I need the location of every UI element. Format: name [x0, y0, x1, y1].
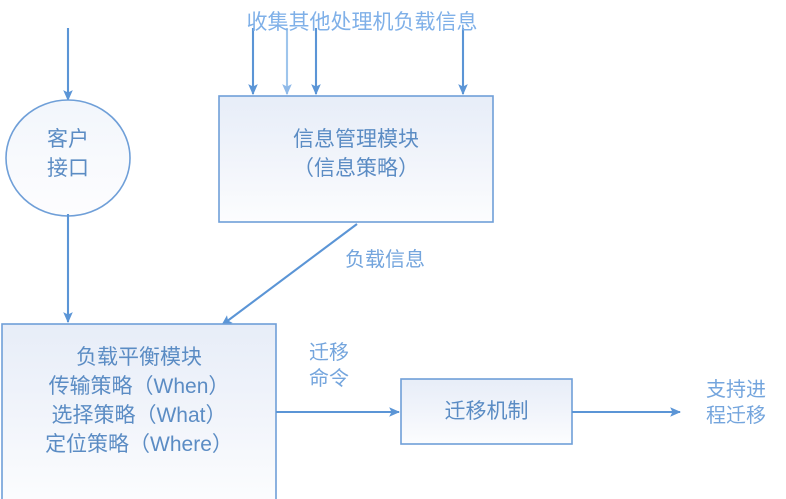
load-balance-module-node: [1, 323, 277, 499]
info-management-module-node: [218, 95, 494, 223]
migration-mechanism-node: [400, 378, 573, 445]
client-interface-node: [5, 99, 131, 217]
arrow-info-to-load-balance: [221, 223, 358, 326]
collect-load-info-title: 收集其他处理机负载信息: [246, 11, 478, 34]
support-process-migration-label: 支持进 程迁移: [706, 379, 766, 428]
migrate-command-edge-label: 迁移 命令: [309, 342, 349, 391]
load-info-edge-label: 负载信息: [345, 249, 425, 271]
